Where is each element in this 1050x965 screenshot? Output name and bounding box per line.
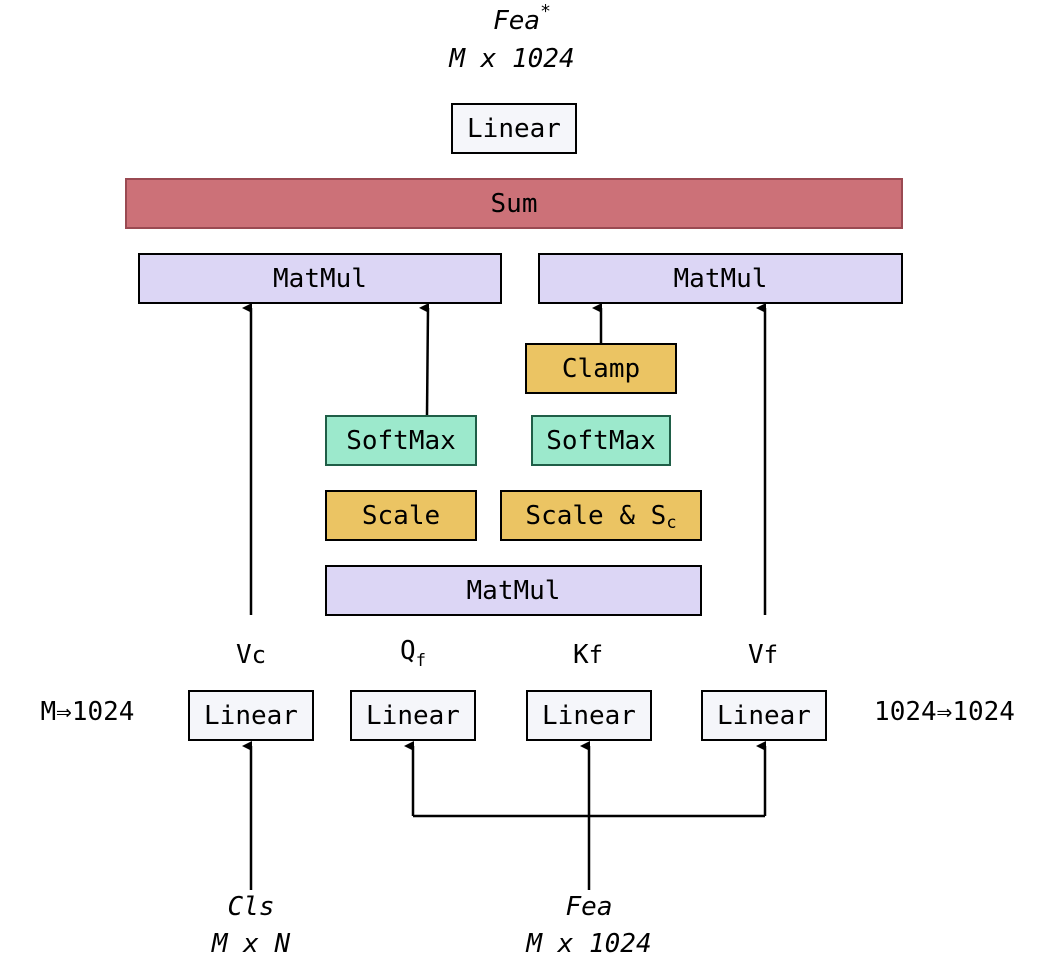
output-label: Fea* [462,1,582,36]
softmax-right-box: SoftMax [531,415,671,466]
scale-right-sub: c [666,512,677,533]
scale-right-text: Scale & S [525,500,667,531]
input-cls-shape: M x N [211,929,291,959]
softmax-left-box: SoftMax [325,415,477,466]
input-fea-shape: M x 1024 [526,929,652,959]
output-star: * [540,1,551,22]
scale-left-box: Scale [325,490,477,541]
dim-right-label: 1024⇒1024 [874,697,1015,727]
label-kf: Kf [572,640,604,670]
linear-kf-box: Linear [526,690,652,741]
output-name: Fea [493,6,541,36]
linear-qf-box: Linear [350,690,476,741]
matmul-left-box: MatMul [138,253,502,304]
input-cls-name: Cls [227,892,275,922]
linear-vf-box: Linear [701,690,827,741]
label-qf: Qf [400,636,426,671]
label-vf: Vf [747,640,779,670]
top-linear-box: Linear [451,103,577,154]
matmul-center-box: MatMul [325,565,702,616]
clamp-box: Clamp [525,343,677,394]
sum-box: Sum [125,178,903,229]
arrow-softmax-to-matmul [419,303,430,416]
matmul-right-box: MatMul [538,253,903,304]
label-vc: Vc [235,640,267,670]
linear-vc-box: Linear [188,690,314,741]
dim-left-label: M⇒1024 [40,697,135,727]
input-fea-name: Fea [565,892,613,922]
output-shape: M x 1024 [449,44,575,74]
